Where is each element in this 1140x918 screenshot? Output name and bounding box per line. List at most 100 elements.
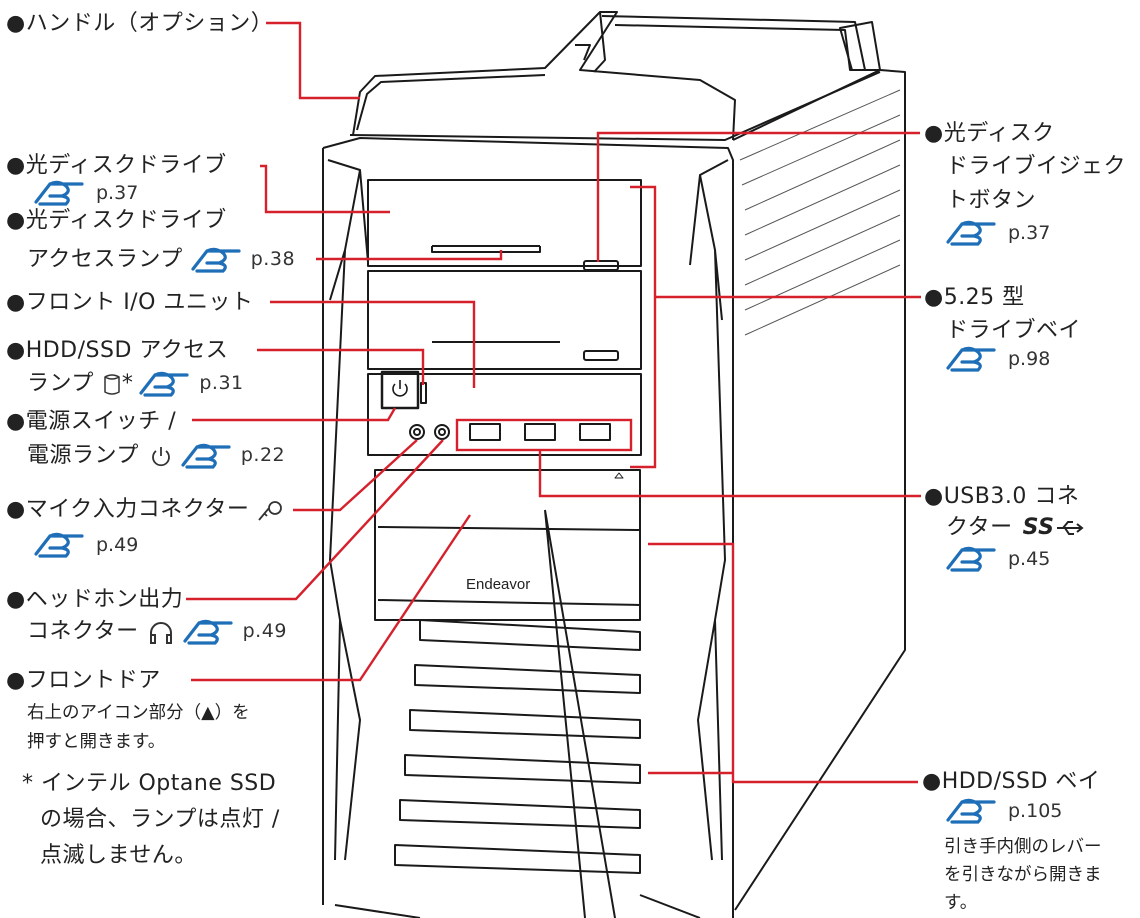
pointing-hand-icon — [946, 798, 996, 824]
ref-hddbay-page: p.105 — [1008, 800, 1063, 822]
label-headphone-1: ●ヘッドホン出力 — [6, 587, 184, 612]
front-bezel-left — [327, 159, 369, 861]
pointing-hand-icon — [34, 532, 84, 558]
ref-eject-page: p.37 — [1008, 222, 1051, 244]
pointing-hand-icon — [181, 443, 231, 469]
headphone-icon — [149, 621, 172, 644]
leader-odd — [260, 164, 390, 214]
ref-odd-page: p.37 — [96, 182, 139, 204]
label-front-io: ●フロント I/O ユニット — [6, 290, 254, 315]
usb-ss-icon — [1056, 520, 1084, 535]
pc-case-illustration — [322, 11, 906, 918]
label-usb-1: ●USB3.0 コネ — [924, 484, 1080, 509]
case-top-edge — [349, 71, 881, 141]
hdd-lamp — [420, 382, 427, 404]
leader-front-io — [270, 300, 476, 388]
ref-hddbay: p.105 — [944, 796, 1062, 826]
ref-bay: p.98 — [944, 344, 1050, 374]
footnote-2: の場合、ランプは点灯 / — [40, 807, 280, 832]
pointing-hand-icon — [139, 371, 189, 397]
ref-power-page: p.22 — [240, 444, 286, 466]
pointing-hand-icon — [191, 247, 241, 273]
label-handle: ●ハンドル（オプション） — [6, 11, 274, 36]
usb-port-3 — [579, 423, 611, 441]
leader-hdd-lamp — [257, 348, 425, 385]
power-text: 電源ランプ — [27, 443, 139, 468]
door-note-2: 押すと開きます。 — [27, 732, 166, 752]
leader-hddbay — [648, 542, 918, 784]
hddbay-note-2: を引きながら開きま — [944, 865, 1102, 885]
pointing-hand-icon — [946, 346, 996, 372]
label-odd-lamp-1: ●光ディスクドライブ — [6, 208, 227, 233]
case-bottom — [334, 894, 701, 918]
label-headphone-2: コネクター p.49 — [27, 616, 287, 647]
front-door — [374, 469, 641, 621]
label-power-2: 電源ランプ p.22 — [27, 440, 285, 471]
front-eject-icon — [614, 472, 624, 479]
pointing-hand-icon — [946, 546, 996, 572]
case-front-outline — [322, 137, 734, 918]
power-symbol — [392, 380, 408, 397]
ref-usb-page: p.45 — [1008, 548, 1051, 570]
label-power-1: ●電源スイッチ / — [6, 409, 177, 434]
label-hdd-lamp-2: ランプ * p.31 — [27, 368, 244, 399]
leader-mic — [293, 439, 418, 512]
pointing-hand-icon — [946, 220, 996, 246]
hdd-lamp-text: ランプ — [27, 371, 94, 396]
drive-icon — [104, 373, 120, 395]
hdd-lamp-star: * — [121, 371, 134, 396]
case-side-panel — [732, 69, 906, 911]
door-note-1: 右上のアイコン部分（▲）を — [27, 703, 250, 723]
label-odd-lamp-2: アクセスランプ p.38 — [27, 244, 295, 275]
mic-text: ●マイク入力コネクター — [6, 497, 250, 522]
pointing-hand-icon — [183, 619, 233, 645]
ref-usb: p.45 — [944, 544, 1050, 574]
leader-handle — [266, 21, 360, 100]
ref-odd-lamp-page: p.38 — [250, 248, 296, 270]
power-button — [380, 370, 420, 410]
front-bezel-right — [689, 159, 729, 861]
hddbay-note-1: 引き手内側のレバー — [944, 837, 1102, 857]
mic-jack — [409, 424, 425, 440]
label-hdd-lamp-1: ●HDD/SSD アクセス — [6, 338, 229, 363]
label-door: ●フロントドア — [6, 668, 161, 693]
drive-bay-1 — [367, 179, 642, 267]
microphone-icon — [258, 500, 283, 521]
usb-port-1 — [469, 423, 501, 441]
label-bay-1: ●5.25 型 — [924, 285, 1025, 310]
label-eject-1: ●光ディスク — [924, 121, 1055, 146]
eject-button-2 — [583, 350, 619, 361]
usb-text: クター — [946, 515, 1013, 540]
label-odd: ●光ディスクドライブ — [6, 153, 227, 178]
case-side-vents — [739, 89, 901, 336]
footnote-1: * インテル Optane SSD — [22, 771, 277, 796]
ref-eject: p.37 — [944, 218, 1050, 248]
leader-lines — [186, 21, 921, 784]
label-eject-3: トボタン — [946, 188, 1037, 213]
power-icon — [151, 446, 170, 466]
eject-icon: ▲ — [201, 703, 215, 723]
label-bay-2: ドライブベイ — [946, 318, 1082, 343]
headphone-text: コネクター — [27, 619, 139, 644]
ref-odd: p.37 — [32, 178, 138, 208]
pointing-hand-icon — [34, 180, 84, 206]
label-hddbay: ●HDD/SSD ベイ — [922, 769, 1101, 794]
usb-ss-label: SS — [1022, 515, 1055, 540]
leader-headphone — [186, 439, 444, 601]
headphone-jack — [434, 424, 450, 440]
leader-odd-lamp — [316, 250, 503, 261]
hdd-bay-fins — [394, 619, 641, 874]
ref-bay-page: p.98 — [1008, 348, 1051, 370]
ref-headphone-page: p.49 — [242, 620, 287, 642]
leader-bay — [630, 185, 921, 469]
label-eject-2: ドライブイジェク — [946, 154, 1127, 179]
leader-door — [191, 514, 471, 682]
odd-lamp-text: アクセスランプ — [27, 247, 183, 272]
leader-eject — [596, 131, 920, 262]
label-usb-2: クター SS — [946, 512, 1085, 543]
brand-logo: Endeavor — [466, 576, 530, 593]
ref-hdd-lamp-page: p.31 — [199, 372, 244, 394]
ref-mic: p.49 — [32, 530, 138, 560]
drive-bay-2 — [367, 270, 642, 370]
